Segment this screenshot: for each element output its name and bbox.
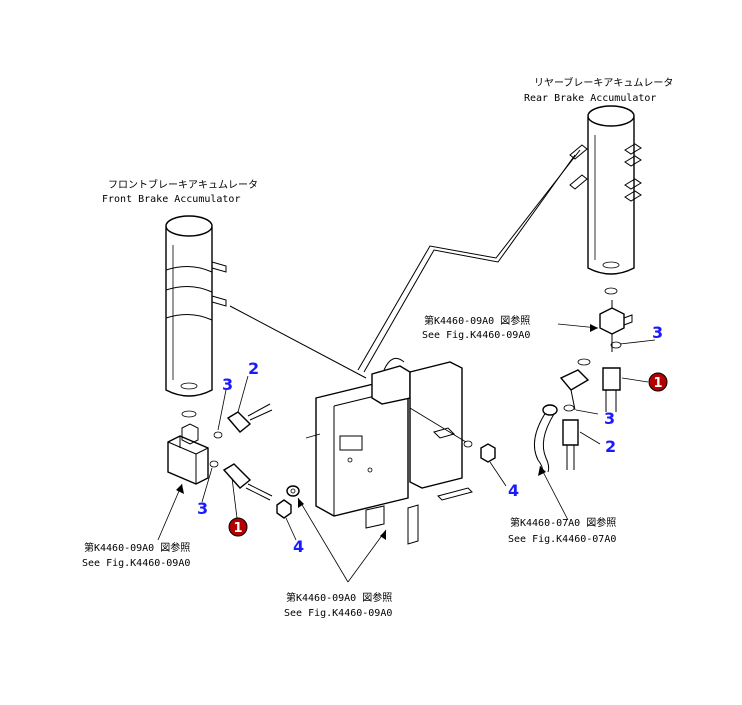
rear-accumulator-label-en: Rear Brake Accumulator bbox=[524, 93, 656, 104]
rear-sensor-connector bbox=[559, 369, 590, 411]
callout-right-1: 1 bbox=[653, 376, 662, 391]
rear-brake-accumulator bbox=[569, 105, 642, 295]
right-nut bbox=[480, 443, 496, 463]
front-accumulator-label-en: Front Brake Accumulator bbox=[102, 194, 240, 205]
brake-hose bbox=[533, 404, 558, 473]
callout-left-3a: 3 bbox=[222, 375, 233, 394]
front-brake-accumulator bbox=[165, 215, 227, 418]
callout-right-2: 2 bbox=[605, 437, 616, 456]
callout-left-3b: 3 bbox=[197, 499, 208, 518]
leader-lines bbox=[157, 323, 656, 583]
rear-accumulator-label-jp: リヤーブレーキアキュムレータ bbox=[534, 76, 673, 89]
front-pressure-switch-1 bbox=[222, 463, 273, 501]
rear-valve-block bbox=[577, 300, 633, 366]
ref-left-label-en: See Fig.K4460-09A0 bbox=[82, 558, 190, 569]
ref-right-label-en: See Fig.K4460-09A0 bbox=[422, 330, 530, 341]
left-nut bbox=[276, 499, 292, 519]
front-valve-block bbox=[167, 423, 223, 485]
front-pressure-switch-2 bbox=[226, 403, 273, 433]
callout-left-1-badge: 1 bbox=[228, 517, 248, 537]
ref-right-label-jp: 第K4460-09A0 図参照 bbox=[424, 314, 530, 327]
mid-washer bbox=[286, 485, 300, 497]
callout-left-1: 1 bbox=[233, 521, 242, 536]
rear-pressure-switch-1 bbox=[602, 367, 621, 412]
ref-hose-label-en: See Fig.K4460-07A0 bbox=[508, 534, 616, 545]
callout-left-2: 2 bbox=[248, 359, 259, 378]
ref-left-label-jp: 第K4460-09A0 図参照 bbox=[84, 541, 190, 554]
ref-hose-label-jp: 第K4460-07A0 図参照 bbox=[510, 516, 616, 529]
callout-right-1-badge: 1 bbox=[648, 372, 668, 392]
piping-lines bbox=[229, 149, 581, 443]
callout-right-3a: 3 bbox=[652, 323, 663, 342]
callout-left-4: 4 bbox=[293, 537, 304, 556]
ref-bottom-label-en: See Fig.K4460-09A0 bbox=[284, 608, 392, 619]
rear-pressure-switch-2 bbox=[562, 404, 579, 470]
ref-bottom-label-jp: 第K4460-09A0 図参照 bbox=[286, 591, 392, 604]
callout-right-3b: 3 bbox=[604, 409, 615, 428]
callout-mid-4: 4 bbox=[508, 481, 519, 500]
front-accumulator-label-jp: フロントブレーキアキュムレータ bbox=[108, 178, 258, 191]
right-washer bbox=[463, 440, 473, 448]
mounting-bracket bbox=[305, 357, 473, 545]
